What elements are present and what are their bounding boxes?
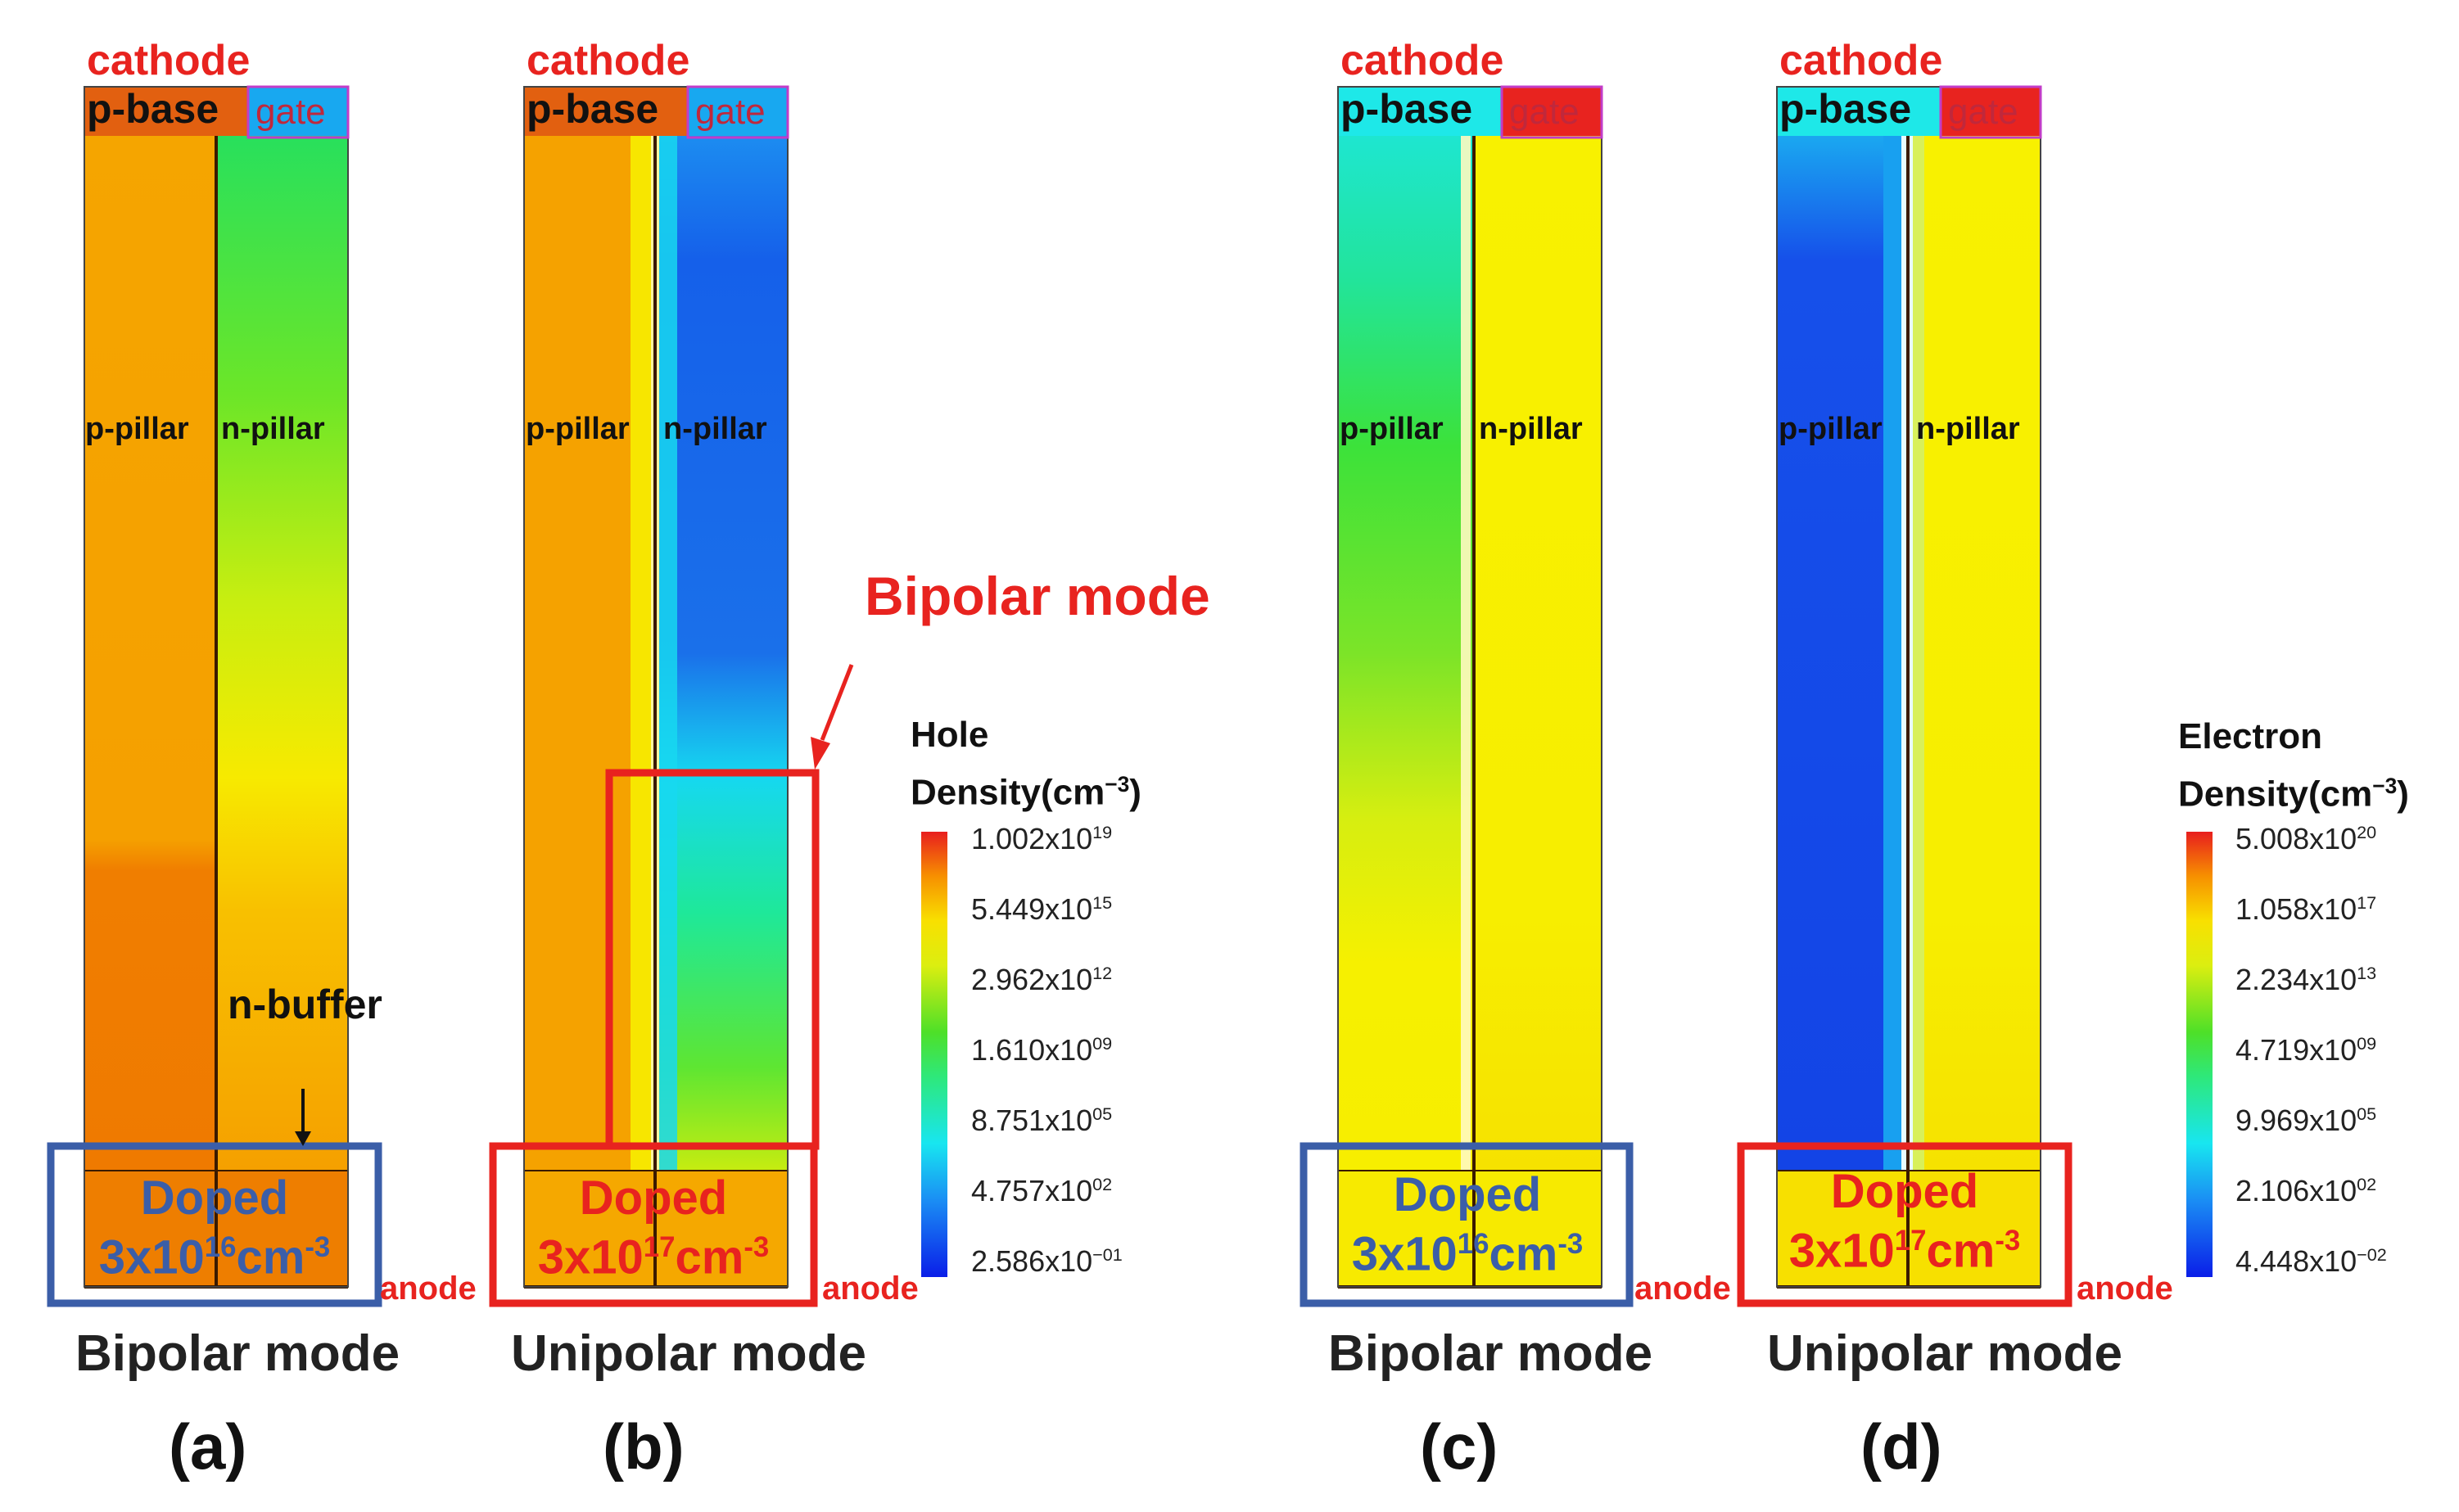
panel-a-gate — [248, 87, 348, 136]
panel-a-gate-label: gate — [255, 92, 326, 132]
panel-b-gate-label: gate — [695, 92, 766, 132]
panel-c-mode-label: Bipolar mode — [1328, 1325, 1653, 1382]
electron-tick-2: 2.234x1013 — [2235, 963, 2377, 996]
electron-tick-3: 4.719x1009 — [2235, 1033, 2377, 1067]
panel-a-mode-label: Bipolar mode — [75, 1325, 400, 1382]
panel-d-structure — [1737, 85, 2073, 1307]
hole-tick-3: 1.610x1009 — [971, 1033, 1113, 1067]
panel-a-structure — [47, 85, 382, 1307]
hole-tick-6: 2.586x10−01 — [971, 1244, 1123, 1278]
electron-tick-1: 1.058x1017 — [2235, 892, 2377, 926]
panel-c-n-pillar — [1474, 136, 1602, 1171]
hole-tick-5: 4.757x1002 — [971, 1174, 1113, 1207]
electron-tick-6: 4.448x10−02 — [2235, 1244, 2387, 1278]
panel-a-anode-label: anode — [380, 1271, 477, 1307]
electron-legend-title: Electron Density(cm−3) — [2178, 716, 2409, 815]
panel-b-p-pillar-label: p-pillar — [526, 412, 630, 446]
panel-d-p-base — [1777, 87, 1941, 136]
panel-b-anode-label: anode — [822, 1271, 919, 1307]
panel-b-p-base-label: p-base — [527, 86, 659, 132]
hole-tick-4: 8.751x1005 — [971, 1104, 1113, 1137]
panel-a-doped-label: Doped 3x1016cm-3 — [98, 1171, 331, 1284]
hole-legend-title: Hole Density(cm−3) — [911, 715, 1141, 813]
panel-a-n-buffer-label: n-buffer — [228, 982, 382, 1027]
annotation-arrow — [820, 664, 854, 741]
panel-c-gate-label: gate — [1509, 92, 1580, 132]
panel-d-anode-label: anode — [2077, 1271, 2173, 1307]
panel-a-n-pillar — [217, 136, 348, 1171]
panel-a-p-pillar-label: p-pillar — [85, 412, 189, 446]
electron-tick-5: 2.106x1002 — [2235, 1174, 2377, 1207]
panel-d-gate — [1941, 87, 2041, 136]
panel-d-cathode-label: cathode — [1779, 37, 1943, 84]
panel-d-gate-label: gate — [1948, 92, 2018, 132]
panel-c-buffer — [1338, 1171, 1602, 1287]
panel-c-p-pillar-label: p-pillar — [1340, 412, 1444, 446]
panel-b-mode-label: Unipolar mode — [511, 1325, 867, 1382]
electron-colorbar — [2186, 832, 2213, 1277]
panel-b-p-pillar — [524, 136, 647, 1171]
panel-d-n-pillar — [1913, 136, 2041, 1171]
panel-c-doped-label: Doped 3x1016cm-3 — [1351, 1168, 1584, 1281]
panel-b-doped-label: Doped 3x1017cm-3 — [537, 1171, 770, 1284]
panel-b-n-pillar — [659, 136, 788, 1171]
hole-tick-1: 5.449x1015 — [971, 892, 1113, 926]
panel-b-doped-box — [489, 1142, 818, 1307]
panel-c-n-pillar-label: n-pillar — [1479, 412, 1583, 446]
panel-c-anode-label: anode — [1634, 1271, 1731, 1307]
panel-b-p-base — [524, 87, 688, 136]
electron-tick-0: 5.008x1020 — [2235, 822, 2377, 855]
panel-b-gate — [688, 87, 788, 136]
panel-c-gate — [1502, 87, 1602, 136]
panel-d-doped-box — [1737, 1142, 2073, 1307]
panel-b-label: (b) — [603, 1410, 685, 1483]
panel-d-doped-label: Doped 3x1017cm-3 — [1788, 1165, 2021, 1278]
hole-tick-0: 1.002x1019 — [971, 822, 1113, 855]
panel-b-cathode-label: cathode — [527, 37, 690, 84]
hole-tick-2: 2.962x1012 — [971, 963, 1113, 996]
panel-a-p-base-label: p-base — [87, 86, 219, 132]
panel-c-cathode-label: cathode — [1340, 37, 1504, 84]
panel-a-p-pillar — [84, 136, 215, 1171]
panel-d-label: (d) — [1860, 1410, 1942, 1483]
panel-a-label: (a) — [169, 1410, 247, 1483]
panel-b-structure — [489, 85, 854, 1307]
panel-d-n-pillar-label: n-pillar — [1916, 412, 2020, 446]
annotation-label: Bipolar mode — [865, 566, 1210, 626]
panel-c-p-pillar — [1338, 136, 1472, 1171]
panel-a-p-base — [84, 87, 248, 136]
panel-d-p-pillar-label: p-pillar — [1779, 412, 1883, 446]
panel-c-p-base — [1338, 87, 1502, 136]
panel-a-doped-box — [47, 1142, 382, 1307]
panel-d-mode-label: Unipolar mode — [1767, 1325, 2123, 1382]
panel-c-label: (c) — [1420, 1410, 1498, 1483]
panel-c-structure — [1300, 85, 1634, 1307]
panel-b-n-pillar-label: n-pillar — [663, 412, 767, 446]
panel-a-n-pillar-label: n-pillar — [221, 412, 325, 446]
panel-d-p-base-label: p-base — [1779, 86, 1912, 132]
panel-c-doped-box — [1300, 1142, 1634, 1307]
panel-c-p-base-label: p-base — [1340, 86, 1473, 132]
hole-colorbar — [921, 832, 947, 1277]
electron-tick-4: 9.969x1005 — [2235, 1104, 2377, 1137]
panel-a-cathode-label: cathode — [87, 37, 251, 84]
